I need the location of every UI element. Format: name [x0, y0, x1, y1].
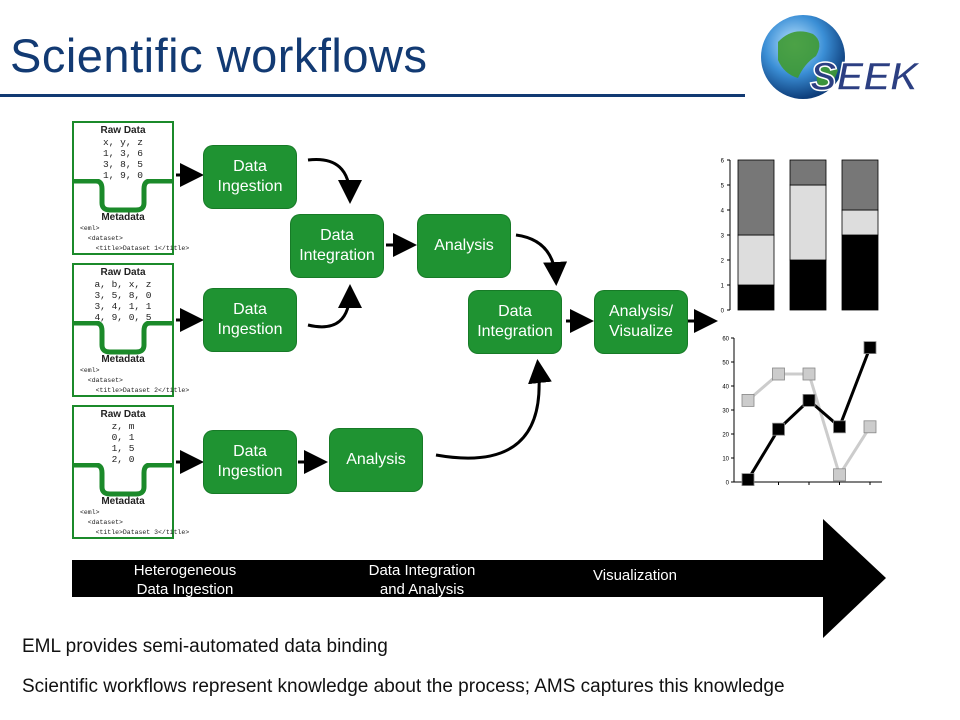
y-tick-label: 20: [722, 433, 729, 439]
data-point: [863, 341, 877, 354]
bar-segment: [737, 234, 775, 286]
series-line: [746, 347, 872, 481]
source-document-1: Raw Data x, y, z 1, 3, 6 3, 8, 5 1, 9, 0…: [72, 121, 189, 255]
metadata-label: Metadata: [101, 354, 145, 365]
arrow-group: [176, 157, 718, 474]
step-label: Data Ingestion: [217, 443, 283, 480]
metadata-label: Metadata: [101, 212, 145, 223]
step-data-ingestion-3: Data Ingestion: [204, 431, 296, 493]
phase-arrow: [72, 519, 886, 638]
caption-eml: EML provides semi-automated data binding: [22, 636, 388, 657]
step-data-integration-2: Data Integration: [469, 291, 561, 353]
bar-segment: [841, 159, 879, 211]
y-tick-label: 60: [722, 337, 729, 343]
y-tick-label: 4: [721, 209, 725, 215]
seek-logo: SEEK: [761, 15, 923, 100]
bar-segment: [841, 234, 879, 311]
y-tick-label: 0: [721, 309, 725, 315]
flow-arrows: [176, 157, 718, 474]
bar-segment: [737, 284, 775, 311]
phase-label-integration: Data Integration and Analysis: [368, 562, 476, 598]
data-point: [863, 420, 877, 434]
y-tick-label: 0: [726, 481, 730, 487]
line-chart: 0 10 20 30 40 50 60: [722, 337, 882, 487]
raw-data-label: Raw Data: [100, 409, 146, 420]
bar-segment: [789, 184, 827, 261]
step-label: Data Ingestion: [217, 301, 283, 338]
caption-workflows: Scientific workflows represent knowledge…: [22, 676, 785, 697]
data-point: [772, 422, 785, 436]
step-label: Analysis: [346, 451, 406, 468]
y-tick-label: 10: [722, 457, 729, 463]
page-title: Scientific workflows: [10, 29, 428, 82]
step-analysis-2: Analysis: [330, 429, 422, 491]
curved-arrow: [435, 359, 552, 460]
workflow-diagram: Raw Data x, y, z 1, 3, 6 3, 8, 5 1, 9, 0…: [0, 100, 960, 640]
step-label: Data Integration: [477, 303, 553, 340]
step-label: Data Integration: [299, 227, 375, 264]
step-data-integration-1: Data Integration: [291, 215, 383, 277]
bracket-icon: [74, 179, 172, 213]
data-point: [833, 468, 846, 482]
data-point: [833, 420, 846, 434]
metadata-label: Metadata: [101, 496, 145, 507]
data-point: [741, 473, 755, 487]
source-document-3: Raw Data z, m 0, 1 1, 5 2, 0 Metadata <e…: [72, 405, 189, 539]
raw-data-values: z, m 0, 1 1, 5 2, 0: [111, 421, 135, 465]
bar-segment: [789, 259, 827, 311]
y-tick-label: 6: [721, 159, 725, 165]
curved-arrow: [307, 157, 362, 204]
curved-arrow: [515, 233, 568, 286]
bracket-icon: [74, 463, 172, 497]
source-document-2: Raw Data a, b, x, z 3, 5, 8, 0 3, 4, 1, …: [72, 263, 189, 397]
y-tick-label: 40: [722, 385, 729, 391]
step-label: Analysis/ Visualize: [608, 303, 674, 340]
data-point: [802, 367, 816, 381]
step-data-ingestion-2: Data Ingestion: [204, 289, 296, 351]
step-data-ingestion-1: Data Ingestion: [204, 146, 296, 208]
title-underline: [0, 94, 745, 97]
bar-segment: [737, 159, 775, 236]
data-point: [741, 394, 755, 407]
curved-arrow: [307, 284, 362, 329]
y-tick-label: 3: [721, 234, 725, 240]
y-tick-label: 2: [721, 259, 725, 265]
bar-segment: [841, 209, 879, 236]
phase-label-ingestion: Heterogeneous Data Ingestion: [133, 562, 237, 598]
seek-wordmark: SEEK: [810, 55, 922, 99]
step-label: Data Ingestion: [217, 158, 283, 195]
y-tick-label: 1: [721, 284, 725, 290]
y-tick-label: 30: [722, 409, 729, 415]
raw-data-label: Raw Data: [100, 267, 146, 278]
metadata-xml: <eml> <dataset> <title>Dataset 2</title>: [80, 367, 190, 394]
raw-data-label: Raw Data: [100, 125, 146, 136]
bracket-icon: [74, 321, 172, 355]
metadata-xml: <eml> <dataset> <title>Dataset 1</title>: [80, 225, 190, 252]
bar-segment: [789, 159, 827, 186]
metadata-xml: <eml> <dataset> <title>Dataset 3</title>: [80, 509, 190, 536]
stacked-bar-chart: 0 1 2 3 4 5 6: [721, 159, 879, 315]
step-analysis-1: Analysis: [418, 215, 510, 277]
raw-data-values: a, b, x, z 3, 5, 8, 0 3, 4, 1, 1 4, 9, 0…: [94, 279, 152, 323]
y-tick-label: 5: [721, 184, 725, 190]
raw-data-values: x, y, z 1, 3, 6 3, 8, 5 1, 9, 0: [103, 137, 143, 181]
data-point: [772, 367, 785, 381]
y-tick-label: 50: [722, 361, 729, 367]
step-analysis-visualize: Analysis/ Visualize: [595, 291, 687, 353]
data-point: [802, 394, 816, 407]
series-line: [747, 372, 872, 479]
step-label: Analysis: [434, 237, 494, 254]
phase-label-visualization: Visualization: [593, 567, 677, 584]
